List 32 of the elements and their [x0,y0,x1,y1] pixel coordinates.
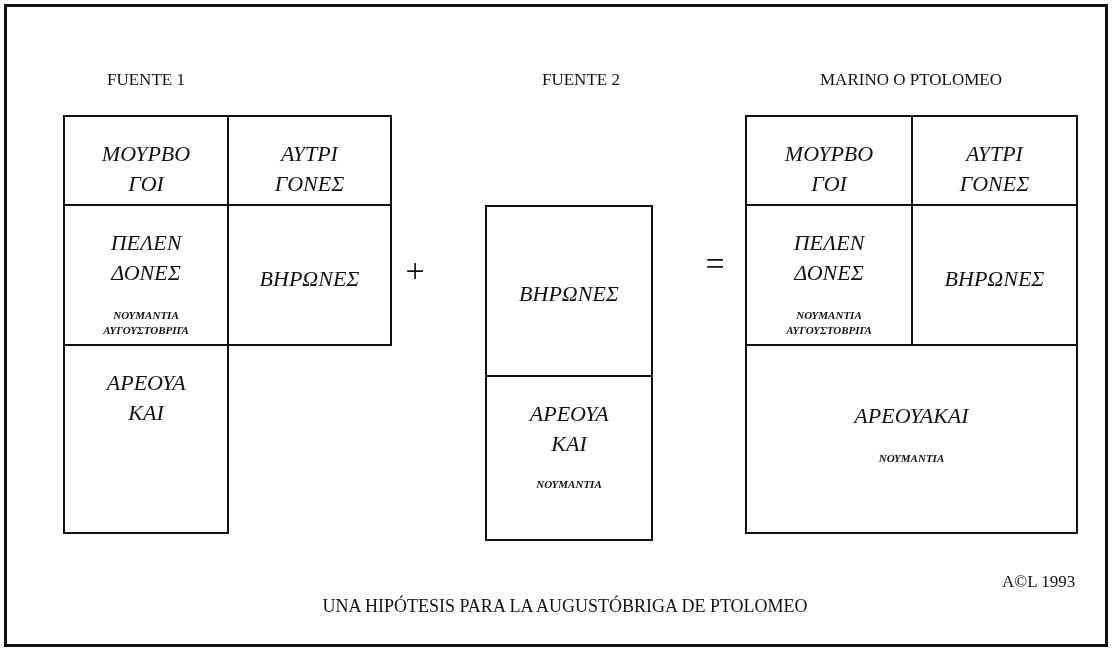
place-name: ΒΗΡΩΝΕΣ [944,265,1045,293]
place-name: ΠΕΛΕΝ ΔΟΝΕΣ [110,229,182,287]
city-name: ΝΟΥΜΑΝΤΙΑ [878,451,945,466]
equals-sign: = [705,245,725,283]
plus-sign: + [405,252,425,290]
table-cell [745,115,913,206]
place-name: ΠΕΛΕΝ ΔΟΝΕΣ [793,229,865,287]
place-name: ΜΟΥΡΒΟ ΓΟΙ [101,140,191,198]
table-cell [227,115,392,206]
city-name: ΝΟΥΜΑΝΤΙΑ ΑΥΓΟΥΣΤΟΒΡΙΓΑ [103,308,189,338]
place-name: ΑΥΤΡΙ ΓΟΝΕΣ [959,140,1030,198]
column-heading: FUENTE 2 [542,70,620,90]
table-cell [745,344,1078,534]
place-name: ΜΟΥΡΒΟ ΓΟΙ [784,140,874,198]
city-name: ΝΟΥΜΑΝΤΙΑ [536,477,602,492]
table-cell [485,205,653,377]
caption: UNA HIPÓTESIS PARA LA AUGUSTÓBRIGA DE PTOLOMEO [322,596,808,617]
column-heading: FUENTE 1 [107,70,185,90]
column-heading: MARINO O PTOLOMEO [820,70,1002,90]
table-cell [485,375,653,541]
place-name: ΑΡΕΟΥΑ ΚΑΙ [106,369,186,427]
place-name: ΑΡΕΟΥΑΚΑΙ [854,402,969,430]
place-name: ΒΗΡΩΝΕΣ [519,280,619,308]
table-cell [63,344,229,534]
city-name: ΝΟΥΜΑΝΤΙΑ ΑΥΓΟΥΣΤΟΒΡΙΓΑ [786,308,872,338]
table-cell [227,204,392,346]
table-cell [63,115,229,206]
place-name: ΑΥΤΡΙ ΓΟΝΕΣ [274,140,345,198]
place-name: ΒΗΡΩΝΕΣ [259,265,360,293]
place-name: ΑΡΕΟΥΑ ΚΑΙ [529,400,609,458]
table-cell [911,115,1078,206]
credit-text: A©L 1993 [1002,572,1076,592]
